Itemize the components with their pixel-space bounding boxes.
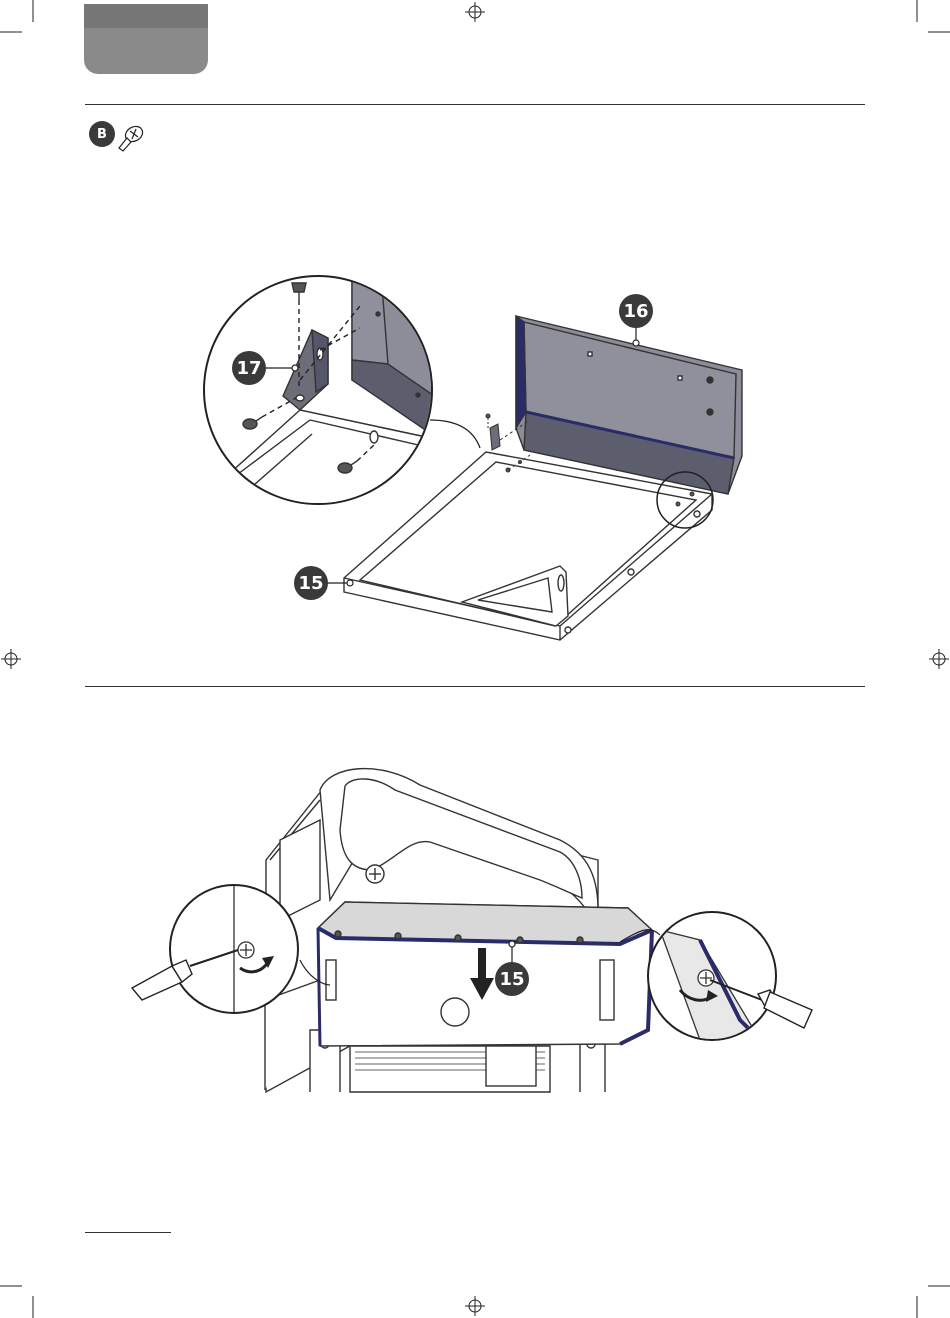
middle-divider	[85, 686, 865, 687]
step-letter: B	[97, 127, 107, 142]
callout-part-15-top: 15	[294, 566, 328, 600]
callout-label: 15	[499, 969, 524, 990]
footnote-rule	[85, 1232, 171, 1233]
callout-label: 17	[236, 358, 261, 379]
install-frame-illustration	[120, 750, 830, 1095]
callout-part-16: 16	[619, 294, 653, 328]
section-header-tab	[84, 4, 208, 74]
screw-icon	[114, 124, 146, 154]
callout-label: 16	[623, 301, 648, 322]
top-divider	[85, 104, 865, 105]
frame-and-back-panel-illustration	[200, 270, 760, 660]
callout-label: 15	[298, 573, 323, 594]
step-badge: B	[89, 121, 115, 147]
callout-part-15-bottom: 15	[495, 962, 529, 996]
callout-part-17: 17	[232, 351, 266, 385]
